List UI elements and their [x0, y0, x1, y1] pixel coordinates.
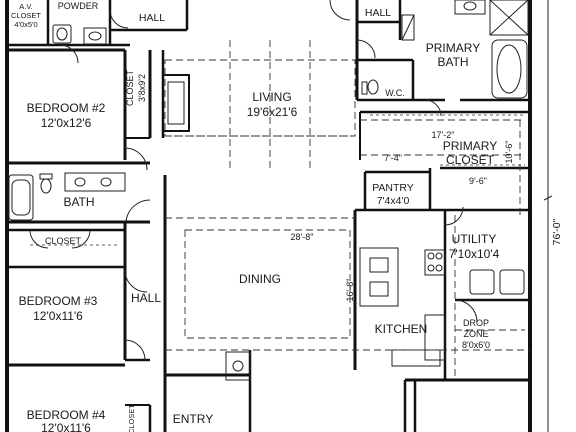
bedroom3-size: 12'0x11'6 [33, 309, 83, 323]
bedroom4-label: BEDROOM #4 [27, 408, 106, 422]
pantry-label: PANTRY [372, 182, 414, 194]
primary-closet-line2: CLOSET [446, 153, 495, 167]
utility-size: 7'10x10'4 [449, 247, 500, 261]
hall-right-label: HALL [365, 7, 391, 19]
drop-zone-size: 8'0x6'0 [462, 340, 490, 350]
primary-bath-line2: BATH [437, 55, 468, 69]
dimension-9-6: 9'-6" [469, 176, 487, 186]
primary-closet-line1: PRIMARY [443, 139, 497, 153]
utility-label: UTILITY [452, 232, 497, 246]
pantry-size: 7'4x4'0 [377, 195, 410, 207]
room-labels: A.V. CLOSET 4'0x5'0 POWDER HALL HALL PRI… [11, 1, 500, 432]
dimension-17-2: 17'-2" [432, 130, 455, 140]
dimension-28-8: 28'-8" [291, 232, 314, 242]
dimension-76-0: 76'-0" [551, 218, 563, 245]
bedroom2-size: 12'0x12'6 [41, 116, 92, 130]
av-closet-line2: CLOSET [11, 11, 41, 20]
dining-label: DINING [239, 272, 281, 286]
hall-mid-label: HALL [131, 291, 161, 305]
primary-bath-line1: PRIMARY [426, 41, 480, 55]
av-closet-size: 4'0x5'0 [14, 20, 37, 29]
wc-label: W.C. [385, 88, 405, 98]
kitchen-label: KITCHEN [375, 322, 428, 336]
bedroom2-label: BEDROOM #2 [27, 101, 106, 115]
closet-horizontal-label: CLOSET [45, 236, 82, 246]
hall-top-label: HALL [139, 12, 165, 24]
closet-vertical-size: 3'8x9'2 [137, 74, 147, 102]
closet-vertical-label: CLOSET [125, 69, 135, 106]
dimension-10-6: 10'-6" [504, 141, 514, 164]
drop-zone-line1: DROP [463, 318, 489, 328]
bedroom4-size: 12'0x11'6 [41, 421, 91, 432]
living-size: 19'6x21'6 [247, 105, 298, 119]
dimension-7-4: 7'-4" [384, 153, 402, 163]
bedroom3-label: BEDROOM #3 [19, 294, 98, 308]
entry-label: ENTRY [173, 412, 213, 426]
closet-bottom-label: CLOSET [127, 404, 136, 432]
doors [29, 0, 478, 361]
living-label: LIVING [252, 90, 291, 104]
bath-label: BATH [63, 195, 94, 209]
ceiling-lines [164, 0, 553, 432]
drop-zone-line2: ZONE [463, 329, 488, 339]
av-closet-line1: A.V. [19, 2, 32, 11]
powder-label: POWDER [58, 1, 99, 11]
fixtures [8, 0, 529, 367]
dimension-16-8: 16'-8" [345, 279, 355, 302]
dimension-labels: 17'-2" 7'-4" 10'-6" 9'-6" 28'-8" 16'-8" … [291, 130, 563, 301]
